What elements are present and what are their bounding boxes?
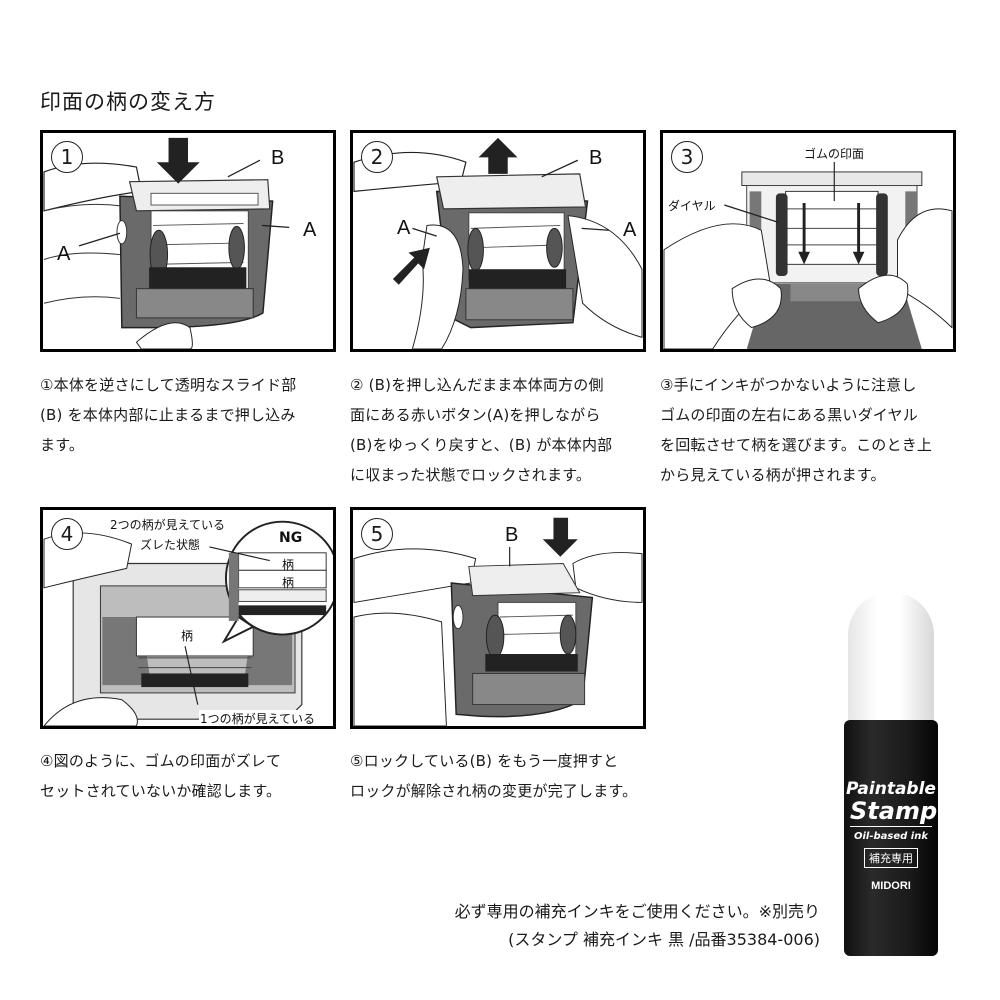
step-4-description: ④図のように、ゴムの印面がズレて セットされていないか確認します。 <box>40 746 340 806</box>
bottle-label-refill-badge: 補充専用 <box>864 848 918 868</box>
dial-rotate-illustration <box>663 160 953 349</box>
label-pattern-top: 柄 <box>282 558 295 572</box>
bottle-label-ink-type: Oil-based ink <box>854 831 928 842</box>
bottle-brand: MIDORI <box>871 880 911 892</box>
label-b: B <box>505 524 519 546</box>
label-pattern-second: 柄 <box>282 576 295 590</box>
description-line: に収まった状態でロックされます。 <box>350 466 592 484</box>
bottle-label-paintable: Paintable <box>846 779 936 799</box>
description-line: ます。 <box>40 436 85 454</box>
step-number-badge: 1 <box>51 141 83 173</box>
description-line: (B)をゆっくり戻すと、(B) が本体内部 <box>350 436 613 454</box>
step-2-illustration: 2 B A A <box>350 130 646 352</box>
step-1-illustration: 1 B A A <box>40 130 336 352</box>
alignment-check-illustration <box>43 520 333 726</box>
bottle-body: Paintable Stamp Oil-based ink 補充専用 MIDOR… <box>844 720 938 956</box>
step-number-badge: 2 <box>361 141 393 173</box>
label-a-right: A <box>303 219 317 241</box>
label-dial: ダイヤル <box>667 197 717 214</box>
refill-ink-note: 必ず専用の補充インキをご使用ください。※別売り (スタンプ 補充インキ 黒 /品… <box>360 898 820 954</box>
step-3-description: ③手にインキがつかないように注意し ゴムの印面の左右にある黒いダイヤル を回転さ… <box>660 370 960 490</box>
description-line: ゴムの印面の左右にある黒いダイヤル <box>660 406 918 424</box>
description-line: ①本体を逆さにして透明なスライド部 <box>40 376 297 394</box>
description-line: ⑤ロックしている(B) をもう一度押すと <box>350 752 619 770</box>
label-misaligned: ズレた状態 <box>139 536 202 553</box>
description-line: ロックが解除され柄の変更が完了します。 <box>350 782 638 800</box>
label-a-left: A <box>397 217 411 239</box>
label-pattern-center: 柄 <box>181 629 194 643</box>
note-line-2: (スタンプ 補充インキ 黒 /品番35384-006) <box>508 930 820 949</box>
description-line: (B) を本体内部に止まるまで押し込み <box>40 406 296 424</box>
step-3-illustration: 3 ゴムの印面 ダイヤル <box>660 130 956 352</box>
stamp-unlock-illustration <box>353 517 643 726</box>
page-title: 印面の柄の変え方 <box>40 90 216 114</box>
label-two-patterns: 2つの柄が見えている <box>109 516 227 533</box>
bottle-cap <box>848 592 934 722</box>
step-1-description: ①本体を逆さにして透明なスライド部 (B) を本体内部に止まるまで押し込み ます… <box>40 370 340 460</box>
note-line-1: 必ず専用の補充インキをご使用ください。※別売り <box>454 902 820 921</box>
label-a-right: A <box>623 219 637 241</box>
description-line: から見えている柄が押されます。 <box>660 466 886 484</box>
stamp-insert-illustration <box>43 137 290 349</box>
label-b: B <box>589 147 603 169</box>
step-4-illustration: 4 2つの柄が見えている ズレた状態 NG 柄 柄 柄 1つの柄が見えている <box>40 507 336 729</box>
stamp-lock-illustration <box>353 137 643 349</box>
step-number-badge: 4 <box>51 518 83 550</box>
description-line: ② (B)を押し込んだまま本体両方の側 <box>350 376 604 394</box>
description-line: 面にある赤いボタン(A)を押しながら <box>350 406 601 424</box>
step-5-description: ⑤ロックしている(B) をもう一度押すと ロックが解除され柄の変更が完了します。 <box>350 746 680 806</box>
step-2-description: ② (B)を押し込んだまま本体両方の側 面にある赤いボタン(A)を押しながら (… <box>350 370 650 490</box>
description-line: ③手にインキがつかないように注意し <box>660 376 917 394</box>
step-5-illustration: 5 B <box>350 507 646 729</box>
label-one-pattern: 1つの柄が見えている <box>199 710 317 726</box>
step-number-badge: 3 <box>671 141 703 173</box>
label-rubber-face: ゴムの印面 <box>803 145 866 162</box>
refill-ink-bottle-image: Paintable Stamp Oil-based ink 補充専用 MIDOR… <box>842 592 940 956</box>
description-line: セットされていないか確認します。 <box>40 782 282 800</box>
label-ng: NG <box>279 530 303 546</box>
description-line: ④図のように、ゴムの印面がズレて <box>40 752 282 770</box>
description-line: を回転させて柄を選びます。このとき上 <box>660 436 933 454</box>
bottle-label-stamp: Stamp <box>850 797 938 827</box>
label-b: B <box>271 147 285 169</box>
step-number-badge: 5 <box>361 518 393 550</box>
label-a-left: A <box>57 243 71 265</box>
